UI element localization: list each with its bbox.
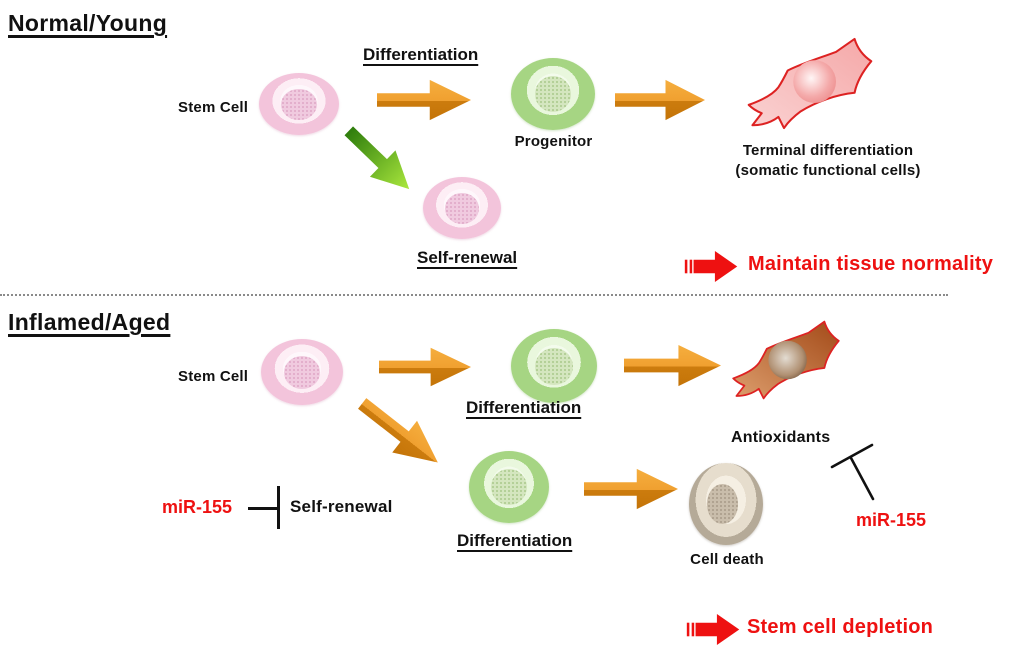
cell-nucleus: [283, 355, 321, 389]
stem-cell-image: [259, 73, 339, 135]
inhibition-tbar-icon: [830, 443, 875, 501]
progenitor-cell-image: [469, 451, 549, 523]
mir155-label-right: miR-155: [856, 510, 927, 530]
self-renewal-cell-image: [423, 177, 501, 239]
inhibition-bar: [277, 486, 280, 529]
arrow-down-right-icon: [358, 398, 438, 463]
outcome-arrow-red-icon: [686, 613, 740, 646]
cell-nucleus: [535, 347, 573, 385]
stem-cell-label: Stem Cell: [178, 99, 249, 116]
arrow-right-icon: [584, 468, 678, 510]
outcome-arrow-red-icon: [684, 250, 738, 283]
arrow-right-icon: [379, 347, 471, 387]
cell-nucleus: [281, 88, 317, 120]
cell-death-label: Cell death: [690, 551, 764, 568]
terminal-differentiation-label-line1: Terminal differentiation: [742, 142, 914, 159]
outcome-text-inflamed: Stem cell depletion: [747, 616, 934, 638]
terminal-differentiation-label-line2: (somatic functional cells): [735, 162, 921, 179]
stem-cell-image: [261, 339, 343, 405]
arrow-down-right-green-icon: [344, 126, 410, 190]
arrow-right-icon: [615, 79, 705, 121]
self-renewal-label-top: Self-renewal: [417, 248, 518, 267]
cell-nucleus: [491, 469, 527, 505]
differentiation-label-lower: Differentiation: [457, 531, 573, 550]
dead-cell-image: [689, 463, 763, 545]
self-renewal-label-bottom: Self-renewal: [290, 497, 393, 516]
section-heading-normal-young: Normal/Young: [8, 10, 168, 36]
section-divider: [0, 294, 948, 296]
cell-nucleus: [706, 484, 738, 524]
progenitor-cell-image: [511, 329, 597, 403]
progenitor-cell-image: [511, 58, 595, 130]
progenitor-label: Progenitor: [514, 133, 593, 150]
outcome-text-normal: Maintain tissue normality: [748, 253, 994, 275]
oxidized-differentiated-cell-image: [732, 320, 840, 400]
inhibition-line: [248, 507, 278, 510]
differentiation-label-upper: Differentiation: [466, 398, 582, 417]
cell-nucleus: [444, 192, 480, 224]
mir155-label-left: miR-155: [162, 497, 233, 517]
terminal-differentiated-cell-image: [747, 37, 873, 130]
arrow-right-icon: [624, 344, 721, 387]
stem-cell-label: Stem Cell: [178, 368, 249, 385]
cell-nucleus: [534, 76, 572, 112]
arrow-right-icon: [377, 79, 471, 121]
antioxidants-label: Antioxidants: [731, 429, 831, 446]
differentiation-label-top: Differentiation: [363, 45, 479, 64]
section-heading-inflamed-aged: Inflamed/Aged: [8, 309, 171, 335]
